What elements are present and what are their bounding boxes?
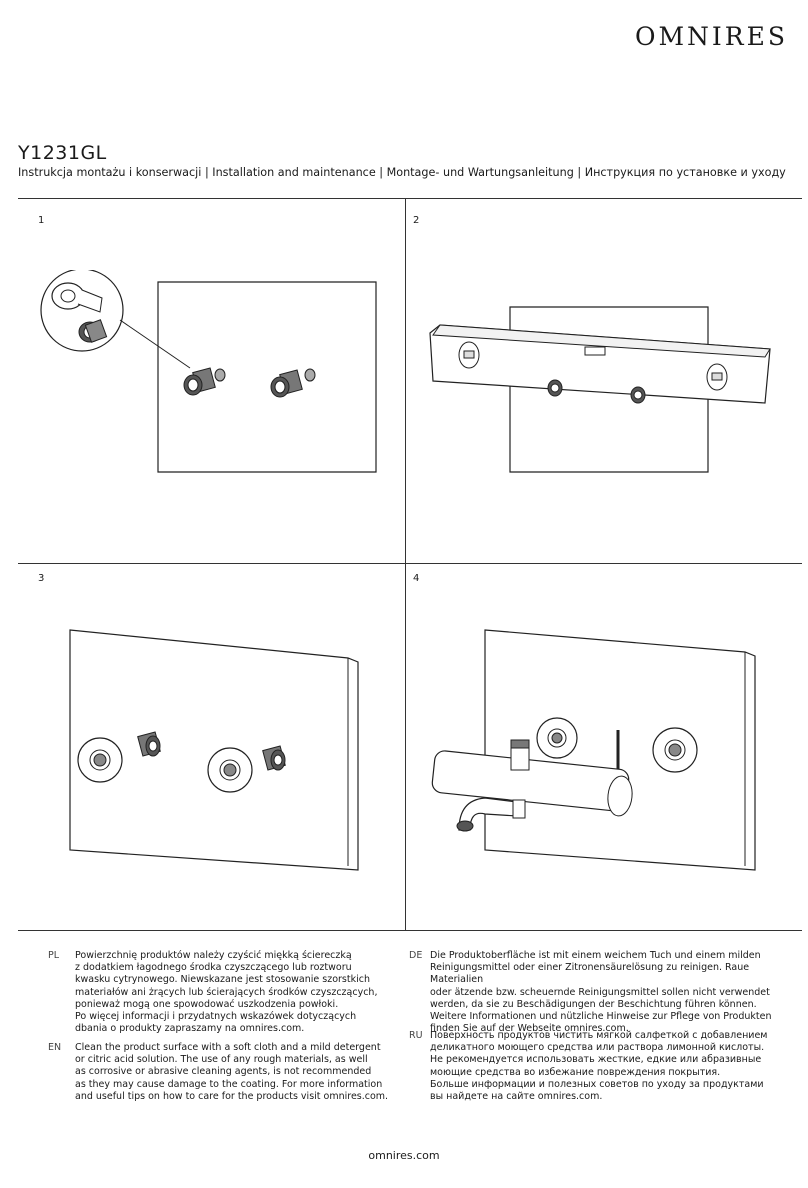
care-line: Po więcej informacji i przydatnych wskaz… [75,1011,357,1023]
care-line: werden, da sie zu Beschädigungen der Bes… [430,998,757,1010]
care-line: oder ätzende bzw. scheuernde Reinigungsm… [430,986,770,998]
care-text-pl: Powierzchnię produktów należy czyścić mi… [75,950,395,1035]
care-line: kwasku cytrynowego. Niewskazane jest sto… [75,974,370,986]
grid-middle-divider [18,563,802,564]
care-line: Больше информации и полезных советов по … [430,1078,764,1090]
left-escutcheon [78,732,160,782]
lang-code-ru: RU [409,1030,423,1041]
care-line: Weitere Informationen und nützliche Hinw… [430,1011,772,1023]
brand-logo: OMNIRES [634,22,788,51]
care-line: Не рекомендуется использовать жесткие, е… [430,1054,762,1066]
left-pipe-fitting [184,368,225,395]
care-line: ponieważ mogą one spowodować uszkodzenia… [75,998,339,1010]
right-pipe-fitting [271,369,315,397]
model-number: Y1231GL [18,142,107,164]
care-line: as they may cause damage to the coating.… [75,1078,383,1090]
bath-mixer [431,730,634,831]
lang-code-de: DE [409,950,423,961]
care-line: Reinigungsmittel oder einer Zitronensäur… [430,962,750,986]
care-text-de: Die Produktoberfläche ist mit einem weic… [430,950,802,1035]
care-line: Die Produktoberfläche ist mit einem weic… [430,950,761,961]
care-line: деликатного моющего средства или раствор… [430,1042,765,1054]
care-line: or citric acid solution. The use of any … [75,1054,368,1066]
step-2-illustration [425,295,785,485]
care-line: z dodatkiem łagodnego środka czyszcząceg… [75,962,352,974]
care-line: finden Sie auf der Webseite omnires.com. [430,1023,629,1035]
grid-bottom-border [18,930,802,931]
care-line: Clean the product surface with a soft cl… [75,1042,381,1053]
care-text-en: Clean the product surface with a soft cl… [75,1042,395,1103]
step-number-1: 1 [38,215,45,226]
care-line: dbania o produkty zapraszamy na omnires.… [75,1023,305,1035]
care-text-ru: Поверхность продуктов чистить мягкой сал… [430,1030,802,1103]
step-3-illustration [60,620,380,880]
right-escutcheon [208,746,285,792]
care-line: вы найдете на сайте omnires.com. [430,1091,603,1103]
lang-code-en: EN [48,1042,62,1053]
grid-center-divider [405,198,406,930]
care-line: and useful tips on how to care for the p… [75,1090,389,1102]
step-number-2: 2 [413,215,420,226]
care-line: Powierzchnię produktów należy czyścić mi… [75,950,352,961]
care-line: materiałów ani żrących lub ścierających … [75,986,378,998]
step-number-3: 3 [38,573,45,584]
care-line: моющие средства во избежание повреждения… [430,1066,721,1078]
lang-code-pl: PL [48,950,60,961]
footer-website-link[interactable]: omnires.com [368,1149,440,1162]
care-line: Поверхность продуктов чистить мягкой сал… [430,1030,768,1041]
left-escutcheon [537,718,577,758]
grid-top-border [18,198,802,199]
step-4-illustration [425,620,785,880]
spirit-level [430,325,770,403]
document-subtitle: Instrukcja montażu i konserwacji | Insta… [18,166,786,179]
care-line: as corrosive or abrasive cleaning agents… [75,1066,372,1078]
step-number-4: 4 [413,573,420,584]
step-1-illustration [30,270,390,490]
right-escutcheon [653,728,697,772]
